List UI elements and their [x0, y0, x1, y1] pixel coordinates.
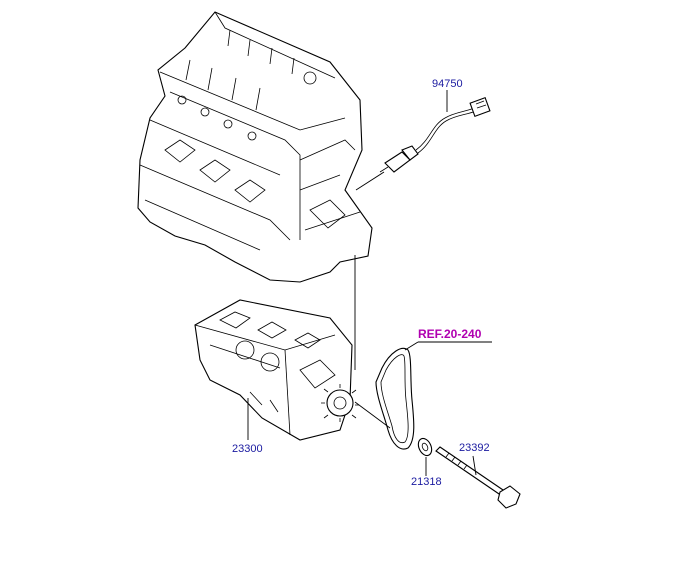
- part-label-bolt[interactable]: 23392: [459, 442, 490, 454]
- leader-lines: [247, 90, 492, 476]
- part-label-oxygen-sensor[interactable]: 94750: [432, 78, 463, 90]
- oxygen-sensor: [379, 96, 491, 173]
- bolt: [435, 446, 521, 509]
- balance-shaft-module: [194, 299, 359, 441]
- washer: [417, 437, 433, 457]
- reference-link-timing-chain[interactable]: REF.20-240: [418, 327, 482, 341]
- part-label-washer[interactable]: 21318: [411, 476, 442, 488]
- timing-chain: [375, 347, 415, 450]
- engine-block: [137, 11, 373, 283]
- part-label-balance-shaft-module[interactable]: 23300: [232, 443, 263, 455]
